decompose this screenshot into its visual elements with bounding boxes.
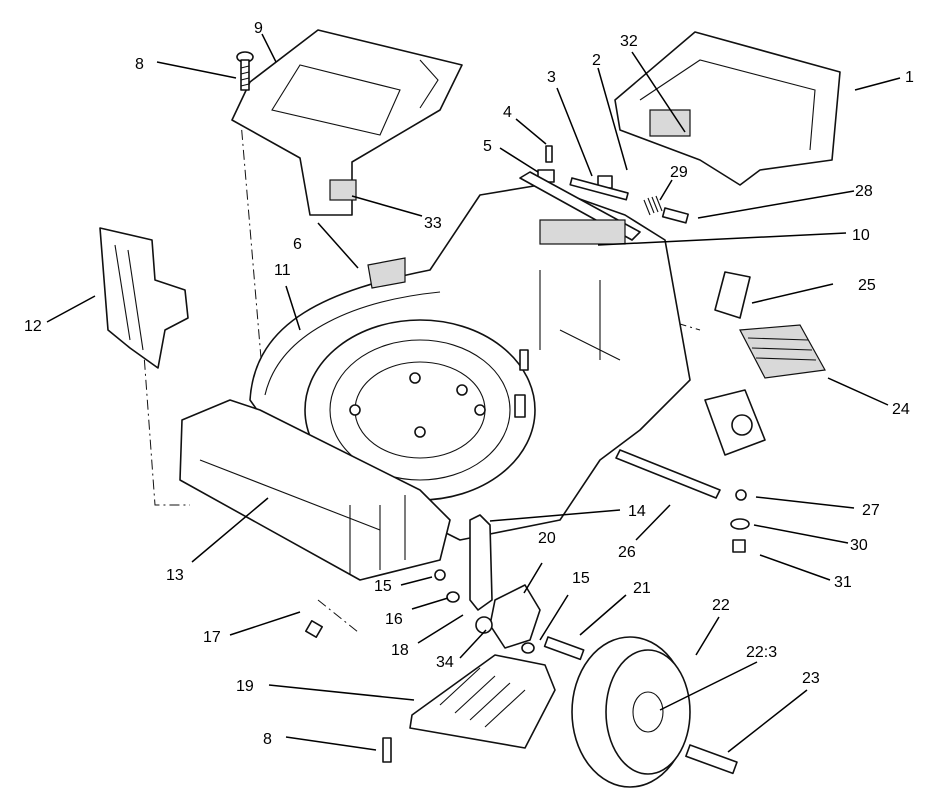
callout-22: 22 [712,597,730,614]
handle-bracket-hardware [519,145,689,245]
assembly-guide-lines [139,109,701,633]
callout-11: 11 [274,262,291,279]
callout-14: 14 [628,503,646,520]
callout-29: 29 [670,164,688,181]
callout-5: 5 [483,138,492,155]
callout-33: 33 [424,215,442,232]
height-adjuster [305,514,541,649]
callout-18: 18 [391,642,409,659]
axle-bolt [521,636,585,661]
callout-20: 20 [538,530,556,547]
callout-labels: 1 2 3 4 5 6 8 8 9 10 11 12 13 14 15 15 1… [24,20,914,748]
bolt-top [236,51,254,91]
rear-axle [615,449,750,553]
bottom-baffle [382,654,556,763]
callout-3: 3 [547,69,556,86]
callout-8-bottom: 8 [263,731,272,748]
callout-32: 32 [620,33,638,50]
callout-9: 9 [254,20,263,37]
side-plate [99,227,189,369]
small-parts-right [367,257,826,456]
callout-30: 30 [850,537,868,554]
callout-12: 12 [24,318,42,335]
top-cover [614,31,841,186]
callout-28: 28 [855,183,873,200]
front-bumper [179,399,451,581]
callout-24: 24 [892,401,910,418]
callout-19: 19 [236,678,254,695]
callout-16: 16 [385,611,403,628]
callout-13: 13 [166,567,184,584]
callout-4: 4 [503,104,512,121]
callout-31: 31 [834,574,852,591]
leader-lines [46,33,901,753]
callout-1: 1 [905,69,914,86]
callout-27: 27 [862,502,880,519]
wheel [571,636,738,788]
callout-17: 17 [203,629,221,646]
deck-housing [249,184,691,541]
callout-15a: 15 [374,578,392,595]
callout-22-3: 22:3 [746,644,777,661]
callout-26: 26 [618,544,636,561]
callout-6: 6 [293,236,302,253]
callout-34: 34 [436,654,454,671]
rear-door [231,29,463,216]
callout-2: 2 [592,52,601,69]
callout-15b: 15 [572,570,590,587]
callout-21: 21 [633,580,651,597]
callout-8-top: 8 [135,56,144,73]
callout-23: 23 [802,670,820,687]
callout-25: 25 [858,277,876,294]
callout-10: 10 [852,227,870,244]
